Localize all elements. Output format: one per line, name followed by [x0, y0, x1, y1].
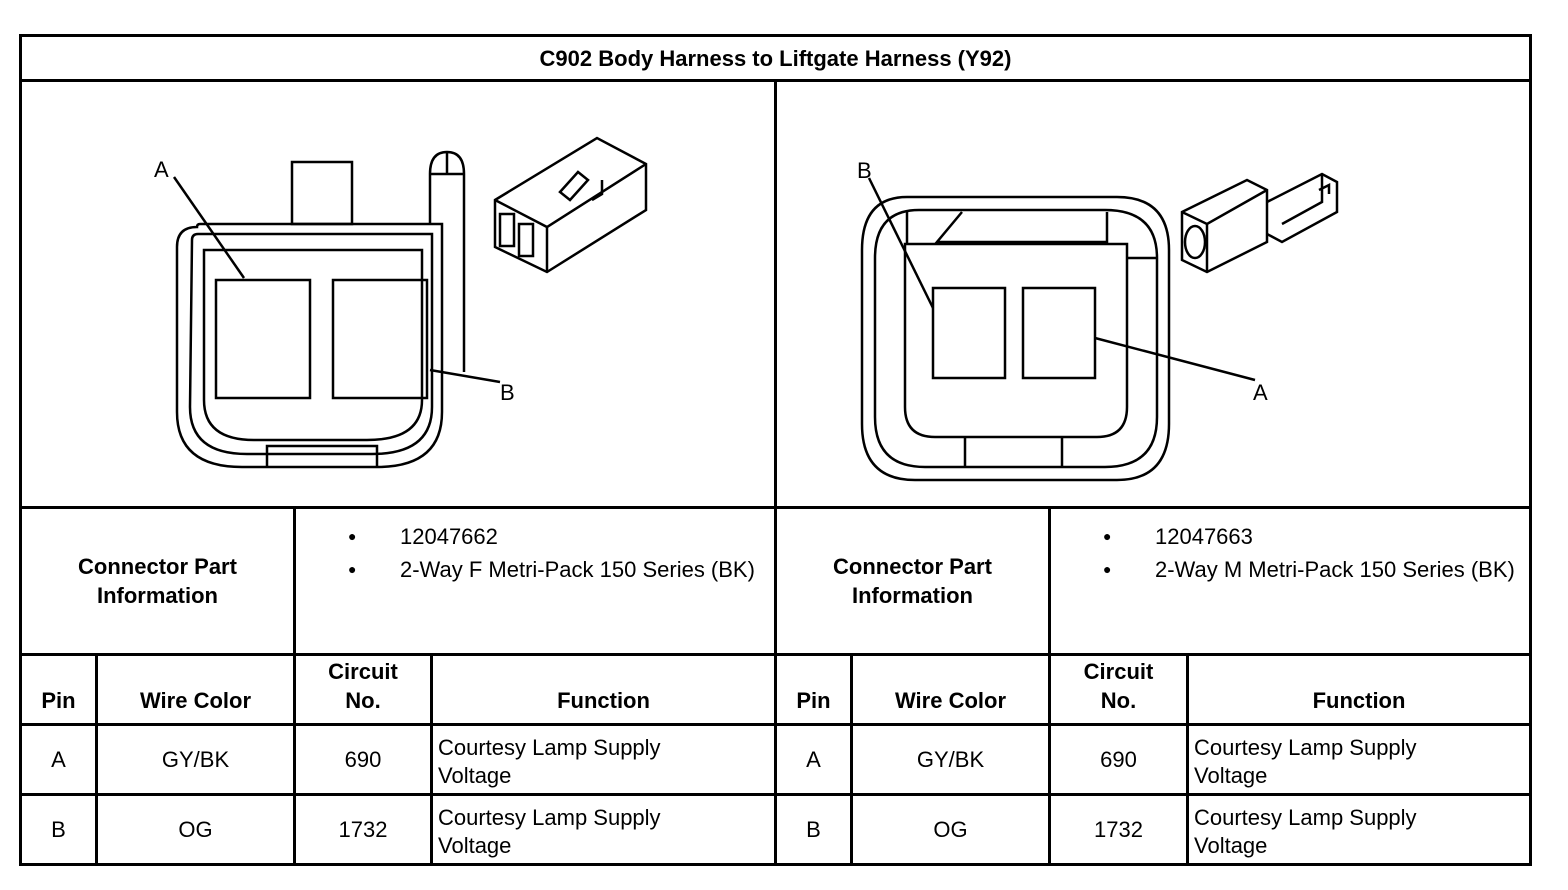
table-row-wire-color: OG [933, 816, 968, 842]
divider [293, 506, 296, 863]
divider [430, 653, 433, 863]
table-row-wire-color: GY/BK [161, 746, 230, 772]
part-details-list: 12047663 2-Way M Metri-Pack 150 Series (… [1051, 522, 1529, 653]
part-description: 2-Way M Metri-Pack 150 Series (BK) [1051, 555, 1529, 584]
table-row-pin: B [51, 816, 66, 842]
table-row-pin: B [806, 816, 821, 842]
pin-label-b: B [500, 380, 515, 405]
table-row-function: Courtesy Lamp Supply Voltage [438, 805, 661, 858]
col-header-function: Function [557, 688, 650, 713]
divider [1048, 506, 1051, 863]
part-number: 12047663 [1051, 522, 1529, 551]
col-header-wire-color: Wire Color [139, 688, 252, 713]
col-header-wire-color: Wire Color [894, 688, 1007, 713]
part-description: 2-Way F Metri-Pack 150 Series (BK) [296, 555, 774, 584]
table-row-circuit: 690 [344, 746, 382, 772]
pin-label-b: B [857, 158, 872, 183]
table-row-pin: A [806, 746, 821, 772]
table-row-function: Courtesy Lamp Supply Voltage [1194, 735, 1417, 788]
divider [850, 653, 853, 863]
table-row-wire-color: OG [178, 816, 213, 842]
table-row-pin: A [51, 746, 66, 772]
col-header-pin: Pin [796, 688, 831, 713]
table-row-wire-color: GY/BK [916, 746, 985, 772]
table-row-circuit: 1732 [338, 816, 388, 842]
table-row-function: Courtesy Lamp Supply Voltage [1194, 805, 1417, 858]
connector-sheet: C902 Body Harness to Liftgate Harness (Y… [19, 34, 1532, 866]
table-row-circuit: 1732 [1094, 816, 1143, 842]
female-connector-face-diagram: A B [154, 136, 648, 469]
male-connector-face-diagram: B A [857, 158, 1339, 482]
part-number: 12047662 [296, 522, 774, 551]
table-row-circuit: 690 [1100, 746, 1137, 772]
divider [95, 653, 98, 863]
pin-label-a: A [154, 157, 169, 182]
pin-label-a: A [1253, 380, 1268, 405]
part-details-list: 12047662 2-Way F Metri-Pack 150 Series (… [296, 522, 774, 653]
col-header-function: Function [1312, 688, 1406, 713]
divider [774, 79, 777, 863]
page-title: C902 Body Harness to Liftgate Harness (Y… [539, 46, 1012, 71]
divider [1186, 653, 1189, 863]
table-row-function: Courtesy Lamp Supply Voltage [438, 735, 661, 788]
col-header-pin: Pin [41, 688, 76, 713]
